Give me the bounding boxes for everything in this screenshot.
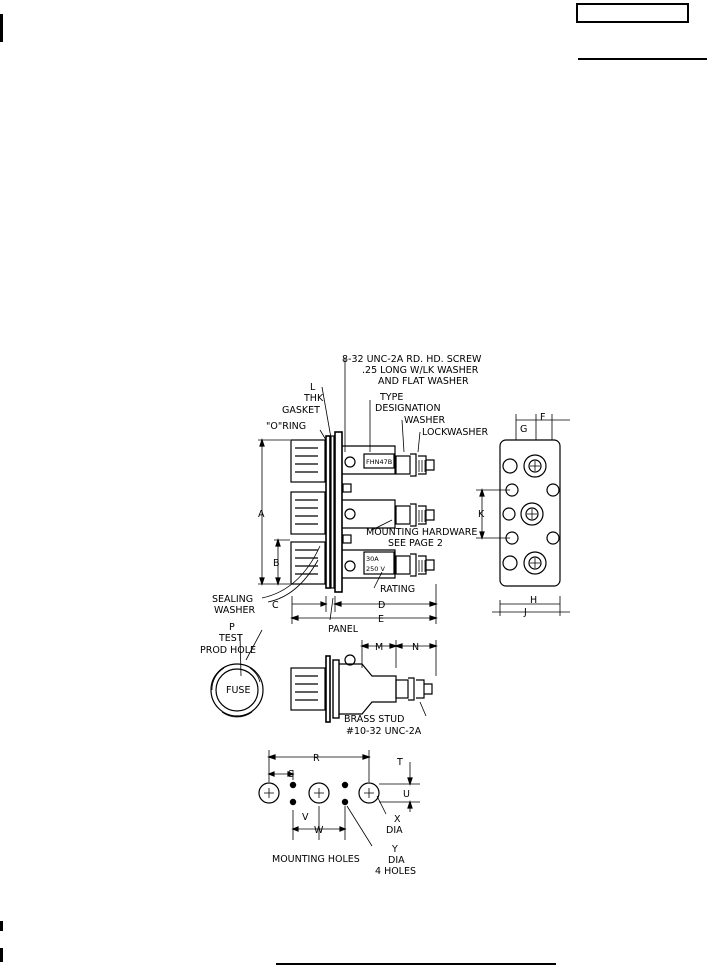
dim-a-line	[258, 439, 290, 585]
type-nameplate	[363, 453, 395, 469]
dim-b: B	[273, 558, 280, 569]
label-fuse: FUSE	[226, 685, 250, 696]
panel-and-gasket	[325, 431, 343, 593]
nameplate-type: FHN47B	[366, 458, 392, 466]
rating-nameplate	[363, 551, 395, 575]
leader-lines	[261, 358, 421, 621]
dim-c: C	[272, 600, 279, 611]
label-screw-1: 8-32 UNC-2A RD. HD. SCREW	[342, 354, 482, 365]
dim-a: A	[258, 509, 265, 520]
single-pole-view	[290, 640, 438, 723]
dim-g: G	[520, 424, 527, 435]
label-oring: "O"RING	[266, 421, 306, 432]
label-lockwasher: LOCKWASHER	[422, 427, 489, 438]
label-stud-2: #10-32 UNC-2A	[346, 726, 422, 737]
label-l: L	[310, 382, 316, 393]
label-thk: THK	[303, 393, 324, 404]
label-test-1: TEST	[218, 633, 243, 644]
revision-bar-bottom-2	[0, 948, 3, 962]
dim-j: J	[523, 607, 527, 618]
label-x-dia: DIA	[386, 825, 403, 836]
label-mount-1: MOUNTING HARDWARE	[366, 527, 477, 538]
fuse-knobs	[290, 439, 326, 585]
side-view	[258, 358, 438, 624]
dim-n: N	[412, 642, 419, 653]
dim-k: K	[478, 509, 485, 520]
header-rule	[578, 58, 707, 60]
nameplate-volts: 250 V	[366, 565, 385, 573]
label-y-holes: 4 HOLES	[375, 866, 416, 877]
nameplate-amps: 30A	[366, 555, 379, 563]
label-screw-3: AND FLAT WASHER	[378, 376, 469, 387]
label-mounting-holes: MOUNTING HOLES	[272, 854, 360, 865]
label-p: P	[229, 622, 235, 633]
label-y: Y	[391, 844, 398, 855]
page-id-box	[576, 3, 689, 23]
dim-w: W	[314, 825, 324, 836]
label-test-2: PROD HOLE	[200, 645, 256, 656]
label-screw-2: .25 LONG W/LK WASHER	[362, 365, 479, 376]
label-mount-2: SEE PAGE 2	[388, 538, 443, 549]
revision-bar-bottom-1	[0, 921, 3, 931]
label-sealing-1: SEALING	[212, 594, 253, 605]
label-y-dia: DIA	[388, 855, 405, 866]
label-gasket: GASKET	[282, 405, 320, 416]
revision-bar-top	[0, 14, 3, 42]
dim-v: V	[302, 812, 309, 823]
dim-m: M	[375, 642, 383, 653]
dim-h: H	[530, 595, 537, 606]
dim-t: T	[396, 757, 403, 768]
label-x: X	[394, 814, 401, 825]
label-sealing-2: WASHER	[214, 605, 256, 616]
label-washer: WASHER	[404, 415, 446, 426]
terminal-studs	[395, 453, 435, 577]
dim-s: S	[288, 769, 294, 780]
label-type-1: TYPE	[379, 392, 403, 403]
end-view	[476, 414, 570, 616]
label-panel: PANEL	[328, 624, 359, 635]
label-stud-1: BRASS STUD	[344, 714, 404, 725]
footer-rule	[276, 963, 556, 965]
knob-front-view	[210, 629, 264, 718]
label-rating: RATING	[380, 584, 415, 595]
mounting-holes	[258, 750, 420, 847]
terminal-housings	[342, 445, 396, 579]
dim-u: U	[403, 789, 410, 800]
label-type-2: DESIGNATION	[375, 403, 441, 414]
dim-r: R	[313, 753, 320, 764]
dim-d: D	[378, 600, 385, 611]
dim-e: E	[378, 614, 384, 625]
dim-b-line	[274, 539, 290, 584]
dim-f: F	[540, 412, 545, 423]
